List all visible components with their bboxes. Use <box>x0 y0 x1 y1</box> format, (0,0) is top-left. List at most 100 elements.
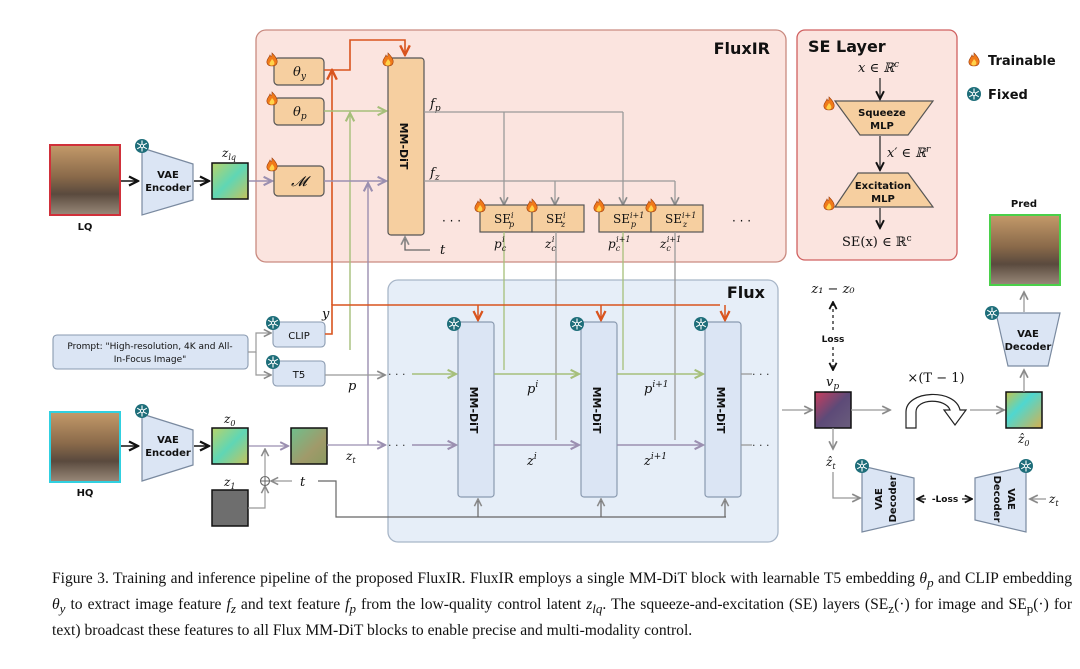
vae-decoder-left <box>861 465 915 533</box>
se-mid-label: x′ ∈ ℝr <box>887 145 931 161</box>
p-i1-label: pi+1 <box>644 380 668 397</box>
flux-panel-title: Flux <box>727 283 766 302</box>
repeat-label: ×(T − 1) <box>907 371 964 386</box>
p-i-label: pi <box>527 380 538 397</box>
fluxir-panel-title: FluxIR <box>714 39 770 58</box>
z1-to-sum <box>248 486 265 509</box>
snowflake-icon <box>1018 458 1034 474</box>
z0-label: z0 <box>223 412 235 428</box>
se-input-label: x ∈ ℝc <box>858 60 899 76</box>
vae-encoder-label-1: VAE <box>157 435 179 446</box>
pipeline-diagram: FluxIR SE Layer x ∈ ℝc Squeeze MLP x′ ∈ … <box>49 29 1061 543</box>
flux-mm-dit-label: MM-DiT <box>590 387 603 434</box>
squeeze-mlp-block <box>833 100 935 136</box>
z-lq-latent <box>211 162 249 200</box>
t-to-mmdit <box>405 237 430 251</box>
vae-encoder-hq <box>141 413 194 482</box>
se-block <box>650 204 704 233</box>
dots-z-right: · · · <box>752 439 769 452</box>
dots-left: · · · <box>442 214 461 228</box>
dots-p-left: · · · <box>388 368 405 381</box>
snowflake-icon <box>265 354 281 370</box>
fluxir-mm-dit-label: MM-DiT <box>397 123 410 170</box>
snowflake-icon <box>693 316 709 332</box>
vae-decoder-right-label-1: VAE <box>1005 488 1016 510</box>
z-i-label: zi <box>526 452 537 469</box>
z-i1-label: zi+1 <box>643 452 667 469</box>
prompt-text-2: In-Focus Image" <box>114 355 187 365</box>
dots-p-right: · · · <box>752 368 769 381</box>
theta-p-label: θp <box>293 105 307 122</box>
vae-encoder-label-2: Encoder <box>145 183 191 194</box>
caption-math-theta-y: θy <box>52 596 66 617</box>
fluxir-mm-dit-block <box>387 57 425 236</box>
loop-arrow-icon <box>905 393 968 429</box>
z-c-i-label: zci <box>544 235 556 253</box>
figure-caption: Figure 3. Training and inference pipelin… <box>52 568 1072 642</box>
flux-mm-dit-label: MM-DiT <box>467 387 480 434</box>
t-label: t <box>300 475 306 490</box>
flux-mm-dit-block <box>704 321 742 498</box>
vae-decoder-right <box>974 465 1027 533</box>
z-c-i1-label: zci+1 <box>659 235 681 253</box>
prompt-to-clip <box>248 333 271 353</box>
hq-label: HQ <box>77 488 94 499</box>
snowflake-icon <box>569 316 585 332</box>
caption-math-f-p: fp <box>345 596 356 617</box>
snowflake-icon <box>984 305 1000 321</box>
caption-math-z-lq: zlq <box>586 596 603 617</box>
prompt-text-1: Prompt: "High-resolution, 4K and All- <box>67 342 232 352</box>
pred-image <box>989 214 1061 286</box>
caption-label: Figure 3. <box>52 570 109 587</box>
caption-sub-z: z <box>888 601 895 617</box>
vae-encoder-lq <box>141 147 194 216</box>
caption-text-6: (·) for image and SE <box>894 596 1027 614</box>
caption-text-2: to extract image feature <box>65 596 227 614</box>
target-label: z₁ − z₀ <box>810 282 855 297</box>
zt-hat-to-decoder <box>832 472 860 498</box>
flame-icon <box>968 52 980 67</box>
snowflake-icon <box>854 458 870 474</box>
excitation-mlp-label-1: Excitation <box>855 181 911 192</box>
se-layer-title: SE Layer <box>808 37 886 56</box>
vae-decoder-label-1: VAE <box>1017 329 1039 340</box>
z0-hat-latent <box>1005 391 1043 429</box>
legend-trainable: Trainable <box>988 54 1056 69</box>
z0-hat-label: ẑ0 <box>1017 432 1029 448</box>
theta-y-to-mmdit <box>324 39 405 71</box>
clip-label: CLIP <box>288 331 310 342</box>
vae-decoder-left-label-2: Decoder <box>888 476 899 523</box>
caption-math-f-z: fz <box>226 596 236 617</box>
vae-encoder-label-2: Encoder <box>145 448 191 459</box>
t5-block <box>272 360 326 387</box>
excitation-mlp-label-2: MLP <box>871 194 895 205</box>
se-block <box>479 204 533 233</box>
lq-image <box>49 144 121 216</box>
zt-latent <box>290 427 328 465</box>
loss-label: Loss <box>822 335 845 345</box>
squeeze-mlp-label-1: Squeeze <box>858 108 906 119</box>
se-block <box>531 204 585 233</box>
p-label: p <box>348 379 357 394</box>
snowflake-icon <box>446 316 462 332</box>
vae-decoder-left-label-1: VAE <box>874 488 885 510</box>
zt-label: zt <box>345 449 356 465</box>
squeeze-mlp-label-2: MLP <box>870 121 894 132</box>
snowflake-icon <box>966 86 982 102</box>
vae-decoder-right-label-2: Decoder <box>991 476 1002 523</box>
t-line <box>318 480 726 518</box>
flux-mm-dit-label: MM-DiT <box>714 387 727 434</box>
excitation-mlp-block <box>833 172 935 208</box>
prompt-to-t5 <box>255 352 271 375</box>
lq-label: LQ <box>78 222 93 233</box>
m-label: 𝓜 <box>291 174 311 190</box>
z1-label: z1 <box>223 475 235 491</box>
v-p-label: vp <box>826 375 839 392</box>
zt-right-label: zt <box>1048 492 1059 508</box>
vae-decoder-label-2: Decoder <box>1005 342 1052 353</box>
flux-mm-dit-block <box>457 321 495 498</box>
z-lq-label: zlq <box>221 146 236 162</box>
